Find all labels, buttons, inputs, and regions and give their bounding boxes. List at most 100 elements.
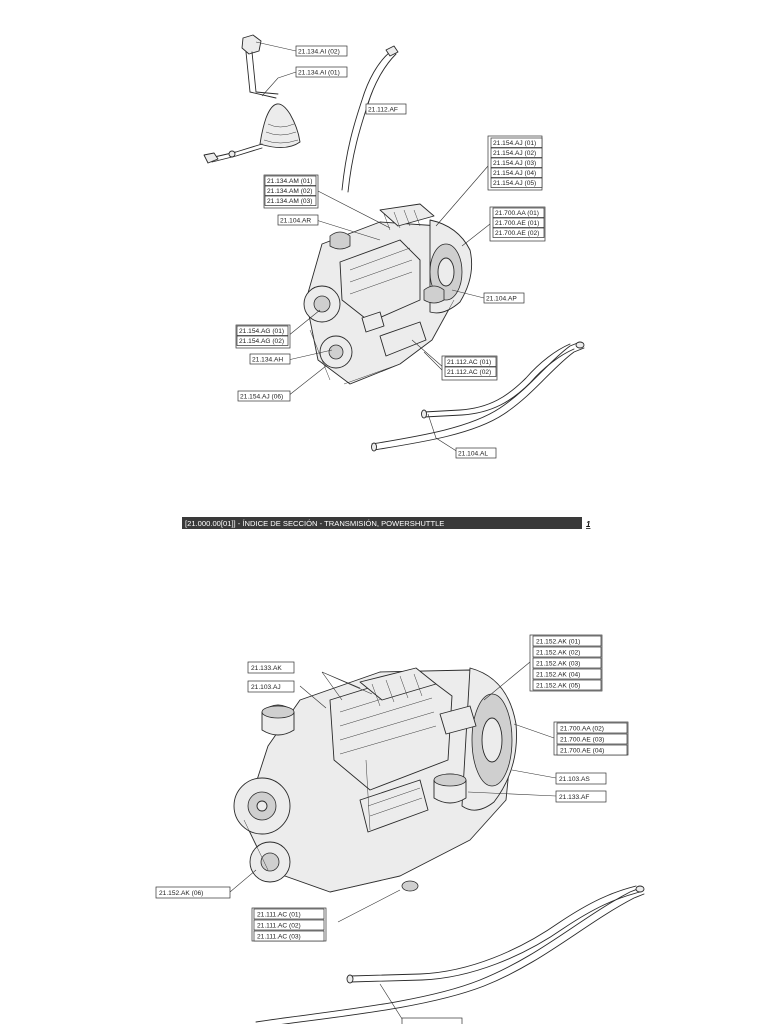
gear-lever-assembly [203, 34, 301, 164]
svg-text:21.700.AA (02): 21.700.AA (02) [560, 726, 604, 733]
svg-text:21.154.AJ (01): 21.154.AJ (01) [493, 140, 536, 147]
label-group-21-154-ag: 21.154.AG (01) 21.154.AG (02) [235, 324, 291, 349]
label-21-700-aa-01[interactable]: 21.700.AA (01) [492, 207, 545, 218]
top-exploded-diagram: 21.134.AI (02) 21.134.AI (01) 21.112.AF … [203, 34, 585, 459]
section-title: [21.000.00[01]] - ÍNDICE DE SECCIÓN - TR… [185, 519, 444, 528]
label-21-112-ac-01[interactable]: 21.112.AC (01) [444, 356, 497, 367]
leader-lines-top [255, 41, 491, 453]
label-group-21-112-ac: 21.112.AC (01) 21.112.AC (02) [441, 355, 498, 381]
label-21-134-am-03[interactable]: 21.134.AM (03) [264, 195, 317, 206]
label-21-154-ag-02[interactable]: 21.154.AG (02) [236, 335, 289, 346]
label-group-21-111-ac: 21.111.AC (01) 21.111.AC (02) 21.111.AC … [251, 907, 327, 942]
label-21-700-ae-04[interactable]: 21.700.AE (04) [556, 744, 628, 756]
label-21-112-ac-02[interactable]: 21.112.AC (02) [444, 366, 497, 377]
page-number: 1 [586, 520, 591, 529]
svg-text:21.154.AJ (02): 21.154.AJ (02) [493, 150, 536, 157]
label-21-154-aj-05[interactable]: 21.154.AJ (05) [490, 177, 543, 188]
label-21-152-ak-01[interactable]: 21.152.AK (01) [532, 635, 602, 647]
svg-text:21.154.AJ (03): 21.154.AJ (03) [493, 160, 536, 167]
label-21-152-ak-04[interactable]: 21.152.AK (04) [532, 668, 602, 680]
label-21-152-ak-02[interactable]: 21.152.AK (02) [532, 646, 602, 658]
svg-text:21.700.AE (04): 21.700.AE (04) [560, 748, 604, 755]
svg-text:21.134.AM (03): 21.134.AM (03) [267, 198, 312, 205]
label-group-21-700-bottom: 21.700.AA (02) 21.700.AE (03) 21.700.AE … [553, 721, 629, 756]
leader-lines-bottom [229, 661, 557, 1023]
svg-text:21.700.AA (01): 21.700.AA (01) [495, 210, 539, 217]
label-21-133-ak[interactable]: 21.133.AK [247, 661, 295, 674]
svg-text:21.133.AK: 21.133.AK [251, 665, 282, 672]
label-21-112-af[interactable]: 21.112.AF [365, 103, 407, 115]
svg-text:21.104.AR: 21.104.AR [280, 218, 311, 225]
svg-text:21.111.AC (02): 21.111.AC (02) [257, 923, 301, 930]
svg-text:21.700.AE (01): 21.700.AE (01) [495, 220, 539, 227]
svg-text:21.154.AJ (05): 21.154.AJ (05) [493, 180, 536, 187]
label-21-152-ak-05[interactable]: 21.152.AK (05) [532, 679, 602, 691]
label-21-111-ac-03[interactable]: 21.111.AC (03) [253, 930, 325, 942]
label-21-134-am-01[interactable]: 21.134.AM (01) [264, 175, 317, 186]
label-21-103-aj[interactable]: 21.103.AJ [247, 680, 295, 693]
label-21-111-ac-01[interactable]: 21.111.AC (01) [253, 908, 325, 920]
svg-text:21.134.AH: 21.134.AH [252, 357, 283, 364]
label-21-134-am-02[interactable]: 21.134.AM (02) [264, 185, 317, 196]
svg-text:21.152.AK (05): 21.152.AK (05) [536, 683, 580, 690]
label-21-111-ac-02[interactable]: 21.111.AC (02) [253, 919, 325, 931]
label-21-152-ak-06[interactable]: 21.152.AK (06) [155, 886, 231, 899]
label-21-700-aa-02[interactable]: 21.700.AA (02) [556, 722, 628, 734]
svg-text:21.104.AL: 21.104.AL [458, 451, 488, 458]
label-21-154-aj-04[interactable]: 21.154.AJ (04) [490, 167, 543, 178]
svg-text:21.154.AJ (04): 21.154.AJ (04) [493, 170, 536, 177]
label-21-154-aj-03[interactable]: 21.154.AJ (03) [490, 157, 543, 168]
label-21-134-ah[interactable]: 21.134.AH [249, 353, 291, 365]
svg-text:21.700.AE (03): 21.700.AE (03) [560, 737, 604, 744]
label-21-700-ae-03[interactable]: 21.700.AE (03) [556, 733, 628, 745]
label-cut-off-bottom [401, 1017, 463, 1024]
label-21-134-ai-01[interactable]: 21.134.AI (01) [295, 66, 348, 78]
label-group-21-154-aj: 21.154.AJ (01) 21.154.AJ (02) 21.154.AJ … [487, 135, 543, 191]
svg-text:21.152.AK (01): 21.152.AK (01) [536, 639, 580, 646]
svg-text:21.154.AG (02): 21.154.AG (02) [239, 338, 284, 345]
label-21-154-aj-06[interactable]: 21.154.AJ (06) [237, 390, 291, 402]
svg-text:21.154.AG (01): 21.154.AG (01) [239, 328, 284, 335]
label-21-154-aj-01[interactable]: 21.154.AJ (01) [490, 137, 543, 148]
label-21-700-ae-01[interactable]: 21.700.AE (01) [492, 217, 545, 228]
label-21-134-ai-02[interactable]: 21.134.AI (02) [295, 45, 348, 57]
svg-text:21.154.AJ (06): 21.154.AJ (06) [240, 394, 283, 401]
svg-text:21.112.AC (02): 21.112.AC (02) [447, 369, 491, 376]
svg-text:21.103.AS: 21.103.AS [559, 776, 590, 783]
label-21-104-ar[interactable]: 21.104.AR [277, 214, 319, 226]
label-21-104-ap[interactable]: 21.104.AP [483, 292, 525, 304]
label-21-154-aj-02[interactable]: 21.154.AJ (02) [490, 147, 543, 158]
section-header-bar: [21.000.00[01]] - ÍNDICE DE SECCIÓN - TR… [182, 517, 591, 529]
svg-text:21.152.AK (06): 21.152.AK (06) [159, 890, 203, 897]
svg-text:21.152.AK (02): 21.152.AK (02) [536, 650, 580, 657]
label-21-152-ak-03[interactable]: 21.152.AK (03) [532, 657, 602, 669]
svg-text:21.104.AP: 21.104.AP [486, 296, 517, 303]
svg-text:21.152.AK (03): 21.152.AK (03) [536, 661, 580, 668]
svg-text:21.134.AI (01): 21.134.AI (01) [298, 70, 340, 77]
transmission-housing-top [303, 203, 473, 385]
bottom-assembled-diagram: 21.133.AK 21.103.AJ 21.152.AK (01) 21.15… [155, 634, 645, 1024]
label-21-154-ag-01[interactable]: 21.154.AG (01) [236, 325, 289, 336]
svg-text:21.103.AJ: 21.103.AJ [251, 684, 281, 691]
svg-text:21.134.AM (02): 21.134.AM (02) [267, 188, 312, 195]
label-group-21-700-top: 21.700.AA (01) 21.700.AE (01) 21.700.AE … [489, 206, 546, 242]
label-group-21-152-ak: 21.152.AK (01) 21.152.AK (02) 21.152.AK … [529, 634, 603, 692]
svg-text:21.134.AM (01): 21.134.AM (01) [267, 178, 312, 185]
oil-line-bottom [255, 885, 645, 1024]
label-21-700-ae-02[interactable]: 21.700.AE (02) [492, 227, 545, 238]
svg-text:21.152.AK (04): 21.152.AK (04) [536, 672, 580, 679]
label-21-133-af[interactable]: 21.133.AF [555, 790, 607, 803]
svg-text:21.133.AF: 21.133.AF [559, 794, 589, 801]
svg-text:21.134.AI (02): 21.134.AI (02) [298, 49, 340, 56]
svg-text:21.700.AE (02): 21.700.AE (02) [495, 230, 539, 237]
dipstick-tube [341, 45, 399, 193]
label-21-104-al[interactable]: 21.104.AL [455, 447, 497, 459]
svg-text:21.111.AC (01): 21.111.AC (01) [257, 912, 301, 919]
label-group-21-134-am: 21.134.AM (01) 21.134.AM (02) 21.134.AM … [263, 174, 319, 209]
transmission-housing-bottom [233, 667, 517, 893]
svg-text:21.111.AC (03): 21.111.AC (03) [257, 934, 301, 941]
label-21-103-as[interactable]: 21.103.AS [555, 772, 607, 785]
svg-text:21.112.AC (01): 21.112.AC (01) [447, 359, 491, 366]
